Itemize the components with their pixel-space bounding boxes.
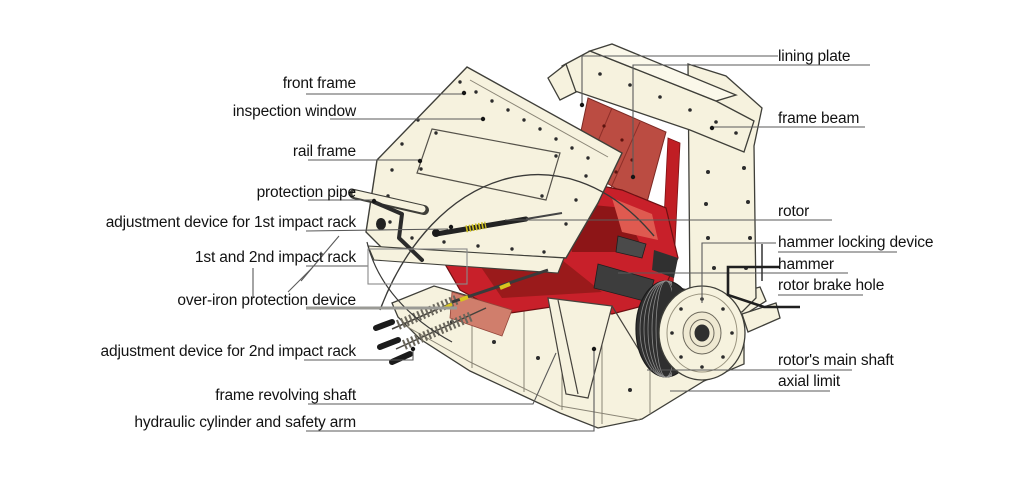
label-adjustment-device-1st: adjustment device for 1st impact rack — [105, 214, 356, 231]
leader-lines — [252, 55, 897, 432]
leader-protection-pipe — [308, 198, 377, 204]
label-rail-frame: rail frame — [292, 143, 356, 160]
leader-rail-frame — [308, 158, 423, 164]
hydraulic-cylinder-part — [547, 297, 651, 399]
first-adjustment-rod — [432, 212, 563, 237]
label-front-frame: front frame — [282, 75, 356, 92]
label-1st-and-2nd-impact-rack: 1st and 2nd impact rack — [194, 249, 356, 266]
leader-front-frame — [306, 90, 467, 96]
label-rotor-brake-hole: rotor brake hole — [778, 277, 885, 294]
label-rotor: rotor — [778, 203, 810, 220]
label-adjustment-device-2nd: adjustment device for 2nd impact rack — [100, 343, 357, 360]
spring-end-caps — [373, 319, 413, 365]
label-frame-revolving-shaft: frame revolving shaft — [215, 387, 356, 404]
label-lining-plate: lining plate — [778, 48, 851, 65]
label-hammer: hammer — [778, 256, 834, 273]
leader-1st-2nd-rack — [252, 235, 468, 298]
main-shaft-bore — [694, 324, 710, 342]
swing-arcs — [366, 173, 655, 343]
label-rotors-main-shaft: rotor's main shaft — [778, 352, 894, 369]
label-protection-pipe: protection pipe — [256, 184, 357, 201]
panel-rivets — [386, 80, 590, 254]
label-axial-limit: axial limit — [778, 373, 841, 390]
pulley — [635, 280, 746, 381]
adjustment-springs — [373, 268, 549, 365]
label-inspection-window: inspection window — [232, 103, 356, 120]
leader-adjustment-1st — [305, 224, 454, 232]
leader-frame-beam — [709, 125, 865, 131]
label-frame-beam: frame beam — [778, 110, 860, 127]
inspection-window-part — [416, 128, 561, 201]
leader-hammer-locking-device — [701, 242, 897, 303]
leader-frame-revolving-shaft — [308, 352, 557, 405]
leader-rotor-brake-hole — [726, 244, 863, 309]
label-hammer-locking-device: hammer locking device — [778, 234, 934, 251]
frame-beam-part — [547, 43, 755, 153]
leader-hydraulic-cylinder — [306, 346, 597, 432]
leader-inspection-window — [330, 116, 486, 122]
pulley-bolts — [670, 297, 734, 369]
label-over-iron-protection-device: over-iron protection device — [177, 292, 356, 309]
label-hydraulic-cylinder-safety-arm: hydraulic cylinder and safety arm — [134, 414, 356, 431]
pulley-grooves — [639, 280, 672, 378]
leader-lining-plate — [579, 55, 870, 180]
leader-adjustment-2nd — [304, 346, 416, 361]
